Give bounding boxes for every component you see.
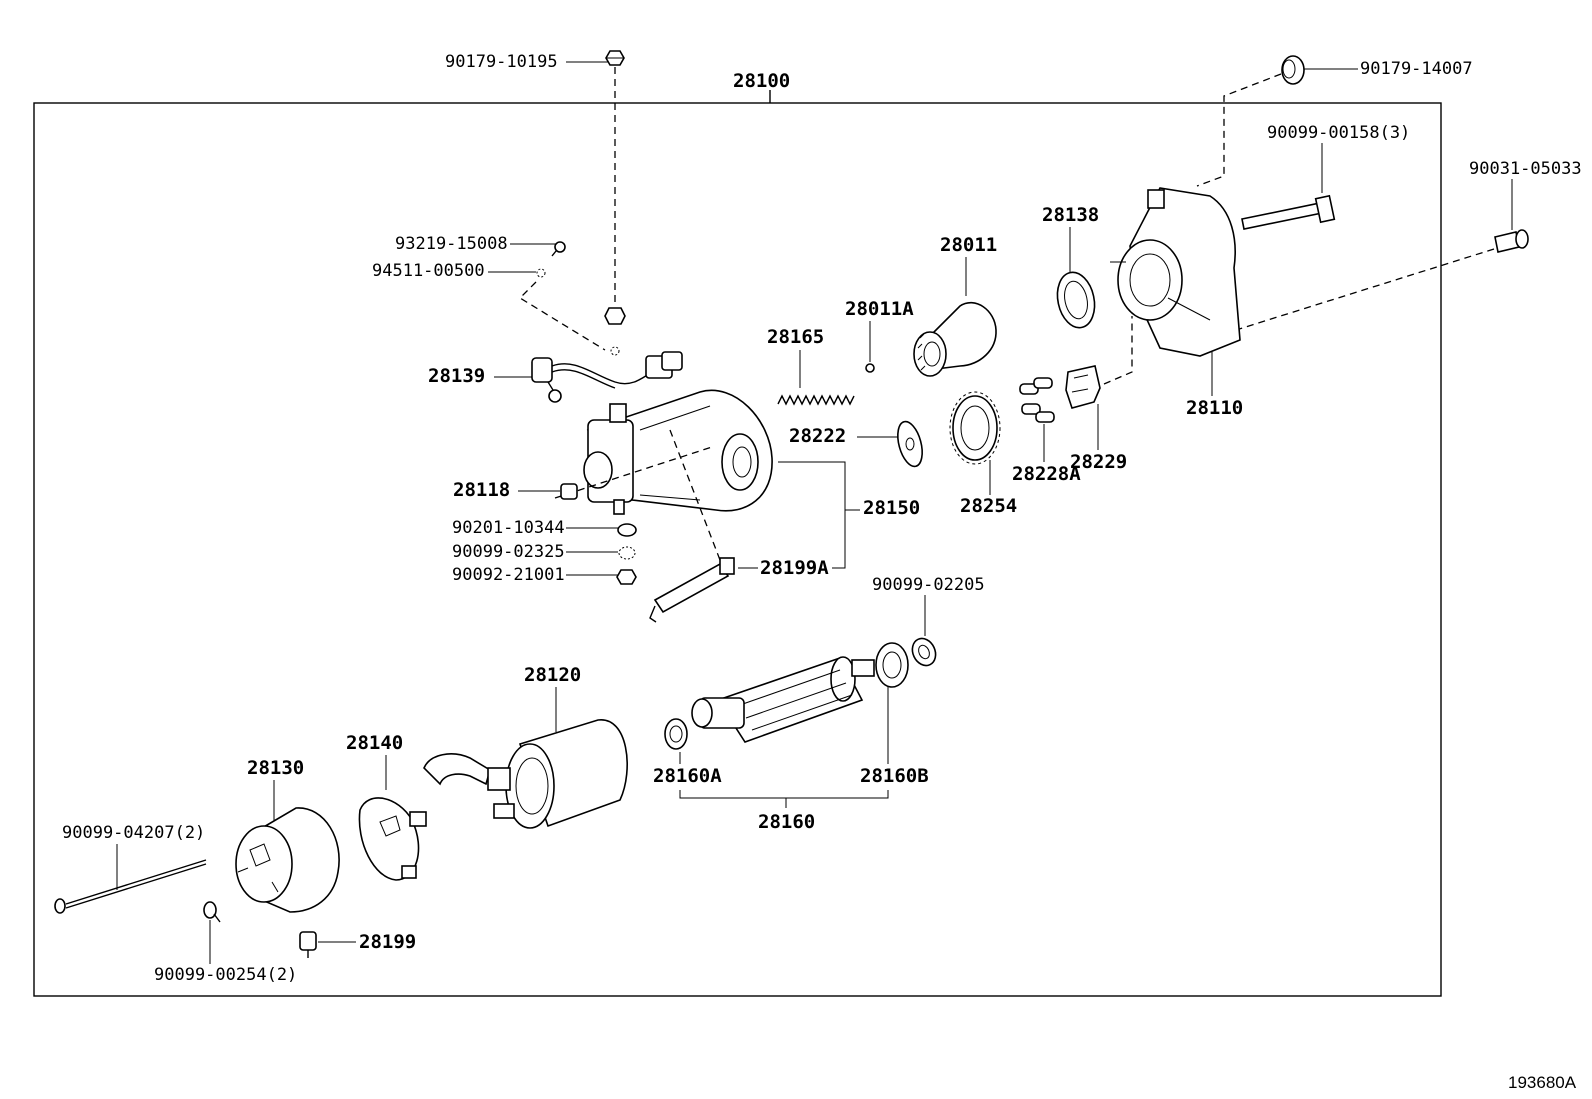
connector-lead-28199A-icon bbox=[649, 557, 735, 623]
label-28150: 28150 bbox=[863, 497, 920, 519]
label-28100: 28100 bbox=[733, 70, 790, 92]
label-90179-10195: 90179-10195 bbox=[445, 52, 558, 72]
through-bolt-90099-04207-icon bbox=[54, 859, 207, 914]
nut-90092-21001-icon bbox=[616, 569, 637, 585]
label-28138: 28138 bbox=[1042, 204, 1099, 226]
housing-28110-icon bbox=[1110, 187, 1241, 357]
armature-icon bbox=[691, 656, 875, 743]
idler-gear-28254-icon bbox=[949, 391, 1001, 465]
retainer-ring-28138-icon bbox=[1056, 271, 1096, 329]
label-90179-14007: 90179-14007 bbox=[1360, 59, 1473, 79]
label-90099-02325: 90099-02325 bbox=[452, 542, 565, 562]
lead-wire-28139-icon bbox=[531, 351, 683, 403]
label-90201-10344: 90201-10344 bbox=[452, 518, 565, 538]
long-bolt-90099-00158-icon bbox=[1241, 194, 1336, 230]
retainer-28229-icon bbox=[1065, 365, 1101, 409]
label-28228A: 28228A bbox=[1012, 463, 1081, 485]
label-28165: 28165 bbox=[767, 326, 824, 348]
brush-holder-28140-icon bbox=[358, 797, 427, 881]
cap-90179-14007-icon bbox=[1281, 55, 1305, 85]
label-28011A: 28011A bbox=[845, 298, 914, 320]
yoke-28120-icon bbox=[423, 719, 628, 829]
plunger-cap-28118-icon bbox=[560, 483, 578, 500]
label-28130: 28130 bbox=[247, 757, 304, 779]
label-90099-00158: 90099-00158(3) bbox=[1267, 123, 1410, 143]
washer-28222-icon bbox=[897, 420, 923, 468]
label-28160: 28160 bbox=[758, 811, 815, 833]
nut-90179-10195-icon bbox=[605, 50, 625, 66]
bearing-28160A-icon bbox=[664, 718, 688, 750]
solenoid-28150-icon bbox=[583, 389, 773, 515]
ball-28011A-icon bbox=[865, 363, 875, 373]
screw-90099-00254-icon bbox=[203, 901, 221, 923]
terminal-nut-icon bbox=[604, 307, 626, 325]
washer-90201-10344-icon bbox=[617, 523, 637, 537]
label-28254: 28254 bbox=[960, 495, 1017, 517]
label-28222: 28222 bbox=[789, 425, 846, 447]
label-93219-15008: 93219-15008 bbox=[395, 234, 508, 254]
bearing-28160B-icon bbox=[875, 642, 909, 688]
clutch-28011-icon bbox=[913, 301, 997, 377]
washer-94511-00500-icon bbox=[536, 268, 546, 278]
label-90099-00254: 90099-00254(2) bbox=[154, 965, 297, 985]
label-28120: 28120 bbox=[524, 664, 581, 686]
label-28110: 28110 bbox=[1186, 397, 1243, 419]
label-28140: 28140 bbox=[346, 732, 403, 754]
washer-90099-02325-icon bbox=[618, 546, 636, 560]
label-28160A: 28160A bbox=[653, 765, 722, 787]
label-90031-05033: 90031-05033 bbox=[1469, 159, 1582, 179]
label-90092-21001: 90092-21001 bbox=[452, 565, 565, 585]
grommet-28199-icon bbox=[299, 931, 317, 958]
end-frame-28130-icon bbox=[235, 807, 340, 913]
rollers-28228A-icon bbox=[1019, 377, 1055, 423]
label-90099-02205: 90099-02205 bbox=[872, 575, 985, 595]
label-94511-00500: 94511-00500 bbox=[372, 261, 485, 281]
label-28229: 28229 bbox=[1070, 451, 1127, 473]
washer-90099-02205-icon bbox=[911, 637, 937, 667]
assembly-frame bbox=[33, 102, 1442, 997]
label-28199A: 28199A bbox=[760, 557, 829, 579]
small-screw-93219-15008-icon bbox=[551, 241, 566, 257]
spring-28165-icon bbox=[777, 394, 855, 406]
label-90099-04207: 90099-04207(2) bbox=[62, 823, 205, 843]
label-28160B: 28160B bbox=[860, 765, 929, 787]
label-28011: 28011 bbox=[940, 234, 997, 256]
diagram-code: 193680A bbox=[1508, 1073, 1577, 1092]
label-28118: 28118 bbox=[453, 479, 510, 501]
label-28199: 28199 bbox=[359, 931, 416, 953]
bolt-90031-05033-icon bbox=[1494, 229, 1529, 253]
label-28139: 28139 bbox=[428, 365, 485, 387]
